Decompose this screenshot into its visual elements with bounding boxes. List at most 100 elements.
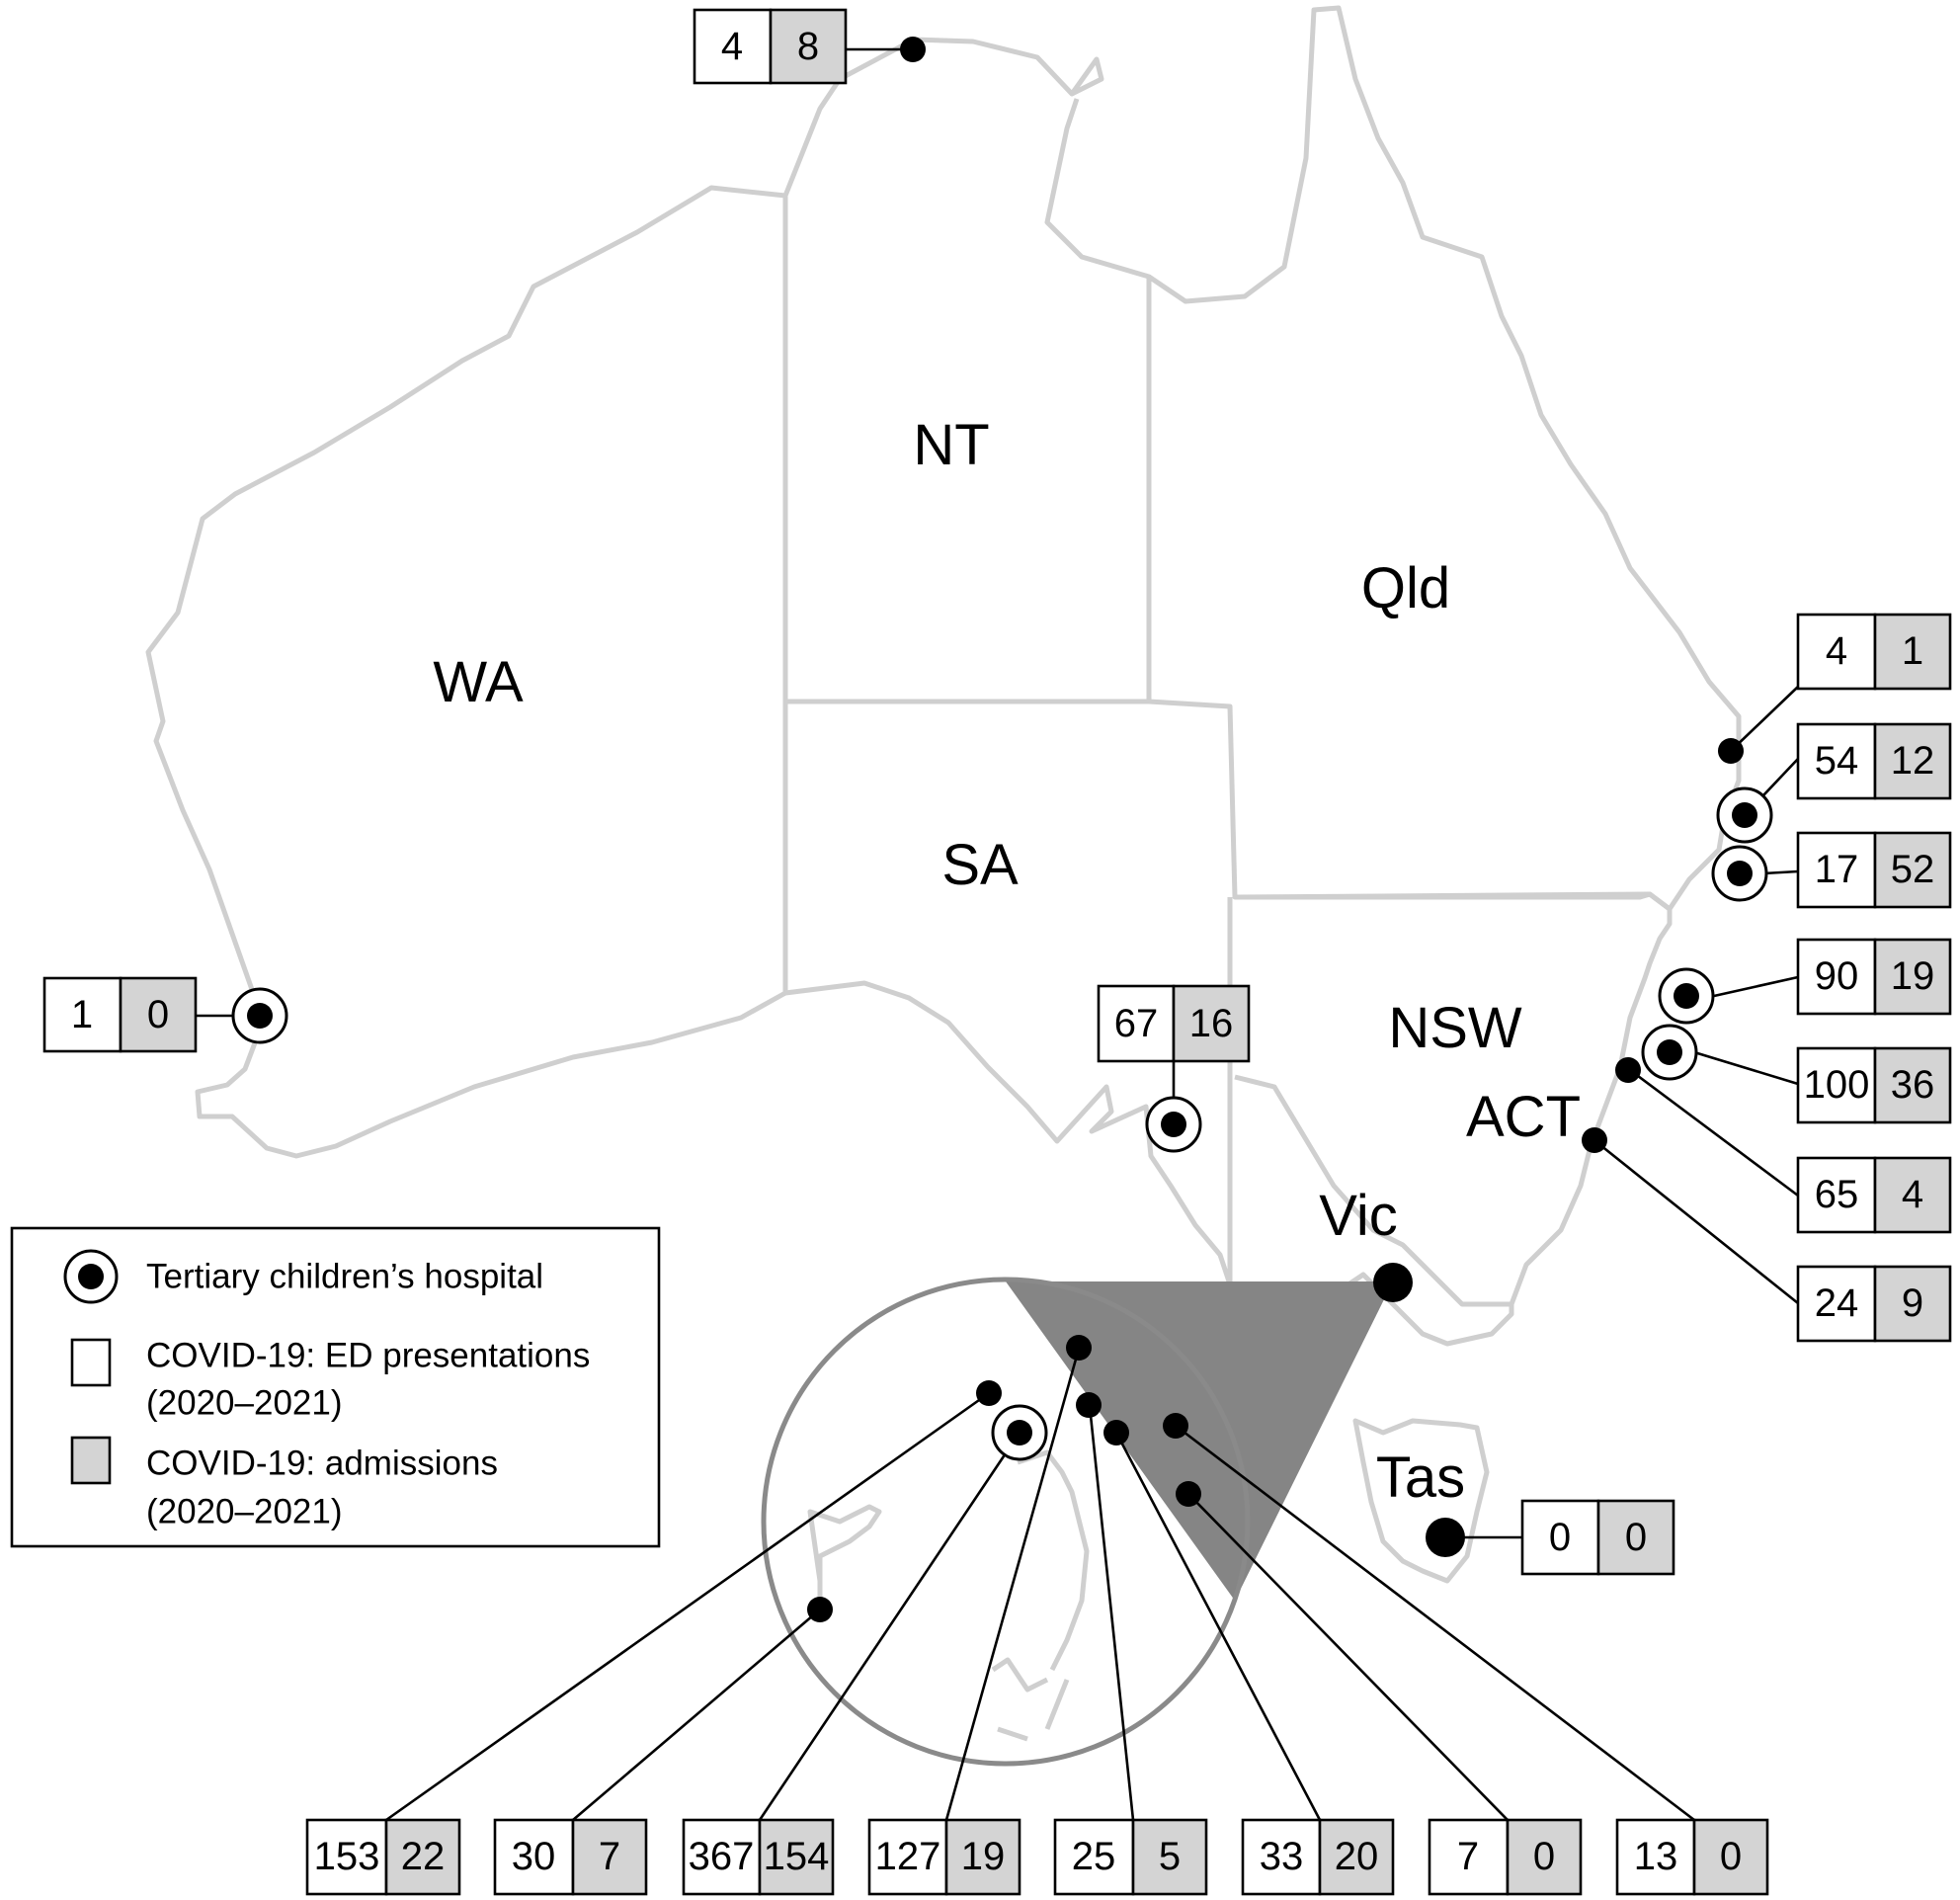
count-box-qld-2: 54 12: [1796, 722, 1952, 800]
ed-count: 24: [1815, 1281, 1859, 1325]
count-box-sa-adelaide: 67 16: [1097, 984, 1251, 1063]
count-box-wa-perth: 1 0: [42, 976, 198, 1053]
hospital-dot-act-1: [1582, 1127, 1607, 1153]
admission-count: 154: [764, 1835, 830, 1878]
admission-count: 36: [1891, 1063, 1935, 1107]
legend-ed-label-2: (2020–2021): [146, 1384, 343, 1423]
leader-vic-3: [758, 1432, 1021, 1821]
ed-count: 65: [1815, 1173, 1859, 1216]
hospital-markers: [231, 37, 1773, 1622]
admission-count: 16: [1189, 1002, 1234, 1045]
inset-coastline: [807, 1449, 1090, 1742]
ed-count: 367: [689, 1835, 755, 1878]
leader-qld-1: [1730, 686, 1799, 752]
count-box-vic-2: 30 7: [493, 1818, 648, 1896]
ed-count: 4: [1826, 629, 1847, 673]
admission-count: 12: [1891, 739, 1935, 783]
count-box-vic-7: 7 0: [1428, 1818, 1583, 1896]
hospital-dot-vic-8: [1163, 1413, 1188, 1439]
ed-count: 1: [71, 993, 93, 1036]
leader-vic-2: [572, 1609, 821, 1821]
tertiary-marker-nsw-1: [1658, 967, 1715, 1025]
ed-count: 90: [1815, 954, 1859, 998]
count-box-nsw-2: 100 36: [1796, 1046, 1952, 1124]
hospital-dot-vic-7: [1176, 1481, 1201, 1507]
ed-count: 25: [1072, 1835, 1116, 1878]
hospital-dot-nsw-3: [1615, 1057, 1641, 1083]
admission-count: 4: [1902, 1173, 1923, 1216]
label-sa: SA: [941, 833, 1019, 897]
tertiary-marker-qld-3: [1711, 845, 1768, 902]
victoria-inset: [761, 1277, 1393, 1767]
legend-tertiary-icon: [63, 1249, 119, 1304]
nsw-outline: [1234, 891, 1673, 1307]
ed-count: 100: [1804, 1063, 1870, 1107]
leader-act-1: [1594, 1139, 1799, 1305]
state-labels: WA NT Qld SA NSW ACT Vic Tas: [433, 413, 1581, 1510]
qld-outline: [1147, 5, 1742, 912]
hospital-dot-vic-2: [807, 1597, 833, 1622]
tertiary-marker-vic-3: [991, 1404, 1048, 1461]
admission-count: 0: [147, 993, 169, 1036]
count-box-qld-3: 17 52: [1796, 831, 1952, 909]
leader-nsw-3: [1629, 1068, 1799, 1198]
tas-outline: [1352, 1418, 1490, 1584]
admission-count: 19: [961, 1835, 1006, 1878]
legend-admissions-label-1: COVID-19: admissions: [146, 1445, 498, 1483]
ed-count: 13: [1634, 1835, 1678, 1878]
label-wa: WA: [433, 650, 524, 714]
admission-count: 9: [1902, 1281, 1923, 1325]
admission-count: 22: [401, 1835, 446, 1878]
count-box-act-1: 24 9: [1796, 1265, 1952, 1343]
leader-vic-1: [385, 1391, 990, 1822]
leader-vic-4: [944, 1348, 1081, 1821]
hospital-dot-tas-1: [1426, 1518, 1465, 1557]
legend-frame: [10, 1226, 661, 1548]
hospital-dot-nt-darwin: [900, 37, 926, 62]
legend-admissions-label-2: (2020–2021): [146, 1493, 343, 1531]
ed-count: 127: [875, 1835, 941, 1878]
admission-count: 7: [599, 1835, 620, 1878]
hospital-dot-vic-4: [1066, 1335, 1092, 1361]
label-nsw: NSW: [1388, 996, 1522, 1060]
admission-count: 8: [797, 25, 819, 68]
label-vic: Vic: [1319, 1184, 1398, 1248]
hospital-dot-vic-6: [1103, 1420, 1129, 1446]
count-box-tas-1: 0 0: [1520, 1499, 1675, 1576]
admission-count: 52: [1891, 848, 1935, 891]
count-box-nsw-1: 90 19: [1796, 938, 1952, 1016]
tertiary-marker-nsw-2: [1641, 1024, 1698, 1081]
count-box-vic-8: 13 0: [1615, 1818, 1769, 1896]
leader-vic-7: [1187, 1493, 1509, 1821]
count-box-vic-5: 25 5: [1053, 1818, 1208, 1896]
tertiary-marker-qld-2: [1716, 786, 1773, 844]
admission-count: 0: [1625, 1516, 1647, 1559]
label-nt: NT: [913, 413, 989, 477]
legend-tertiary-label: Tertiary children’s hospital: [146, 1258, 543, 1296]
leader-nsw-2: [1693, 1050, 1799, 1086]
count-box-nsw-3: 65 4: [1796, 1156, 1952, 1234]
leader-qld-3: [1762, 869, 1799, 875]
label-act: ACT: [1466, 1085, 1581, 1149]
legend-admissions-swatch: [70, 1436, 112, 1485]
hospital-dot-vic-1: [976, 1380, 1002, 1406]
nt-outline: [782, 37, 1152, 704]
legend-ed-swatch: [70, 1338, 112, 1387]
count-box-vic-6: 33 20: [1241, 1818, 1395, 1896]
ed-count: 153: [314, 1835, 380, 1878]
legend-ed-label-1: COVID-19: ED presentations: [146, 1337, 590, 1375]
leader-vic-8: [1175, 1424, 1695, 1822]
label-tas: Tas: [1376, 1446, 1465, 1510]
inset-circle: [761, 1277, 1251, 1767]
admission-count: 20: [1335, 1835, 1379, 1878]
ed-count: 4: [721, 25, 743, 68]
hospital-dot-vic-5: [1076, 1392, 1102, 1418]
ed-count: 54: [1815, 739, 1859, 783]
ed-count: 67: [1114, 1002, 1159, 1045]
inset-wedge: [1006, 1281, 1393, 1601]
admission-count: 5: [1159, 1835, 1181, 1878]
ed-count: 7: [1457, 1835, 1479, 1878]
tertiary-marker-sa-adelaide: [1145, 1096, 1202, 1153]
label-qld: Qld: [1361, 556, 1450, 620]
